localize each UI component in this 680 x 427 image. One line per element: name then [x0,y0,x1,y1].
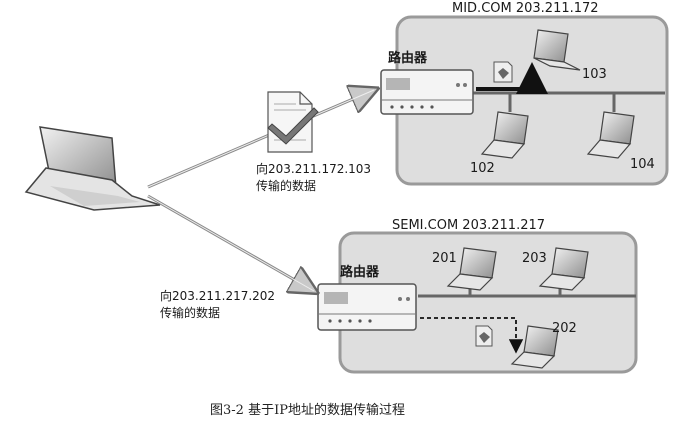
host-102-label: 102 [470,161,495,176]
packet-semi-icon [475,325,493,347]
router-semi-label: 路由器 [340,264,380,280]
laptop-202-icon [510,325,559,369]
network-mid-title: MID.COM 203.211.172 [452,1,599,16]
router-mid [380,69,474,115]
laptop-203-icon [538,247,589,291]
laptop-201-icon [446,247,497,291]
router-semi [317,283,417,331]
message-2-line2: 传输的数据 [160,305,220,320]
laptop-102-icon [480,111,529,159]
host-104-label: 104 [630,157,655,172]
message-1-line2: 传输的数据 [256,178,316,193]
laptop-104-icon [586,111,635,159]
source-laptop-icon [24,126,161,211]
check-mark-icon [267,107,319,145]
packet-mid-icon [493,61,513,83]
route-to-202 [420,317,524,354]
router-mid-label: 路由器 [388,50,428,66]
network-semi: SEMI.COM 203.211.217 路由器 201 [317,218,638,374]
host-203-label: 203 [522,251,547,266]
host-103-label: 103 [582,67,607,82]
host-202-label: 202 [552,321,577,336]
laptop-103-icon [533,29,581,71]
route-to-103 [476,62,548,94]
host-201-label: 201 [432,251,457,266]
message-1-line1: 向203.211.172.103 [256,161,371,176]
network-mid: MID.COM 203.211.172 路由器 103 [380,1,669,186]
data-document-icon [267,91,319,153]
figure-caption: 图3-2 基于IP地址的数据传输过程 [210,402,405,418]
network-semi-title: SEMI.COM 203.211.217 [392,218,545,233]
message-2-line1: 向203.211.217.202 [160,288,275,303]
